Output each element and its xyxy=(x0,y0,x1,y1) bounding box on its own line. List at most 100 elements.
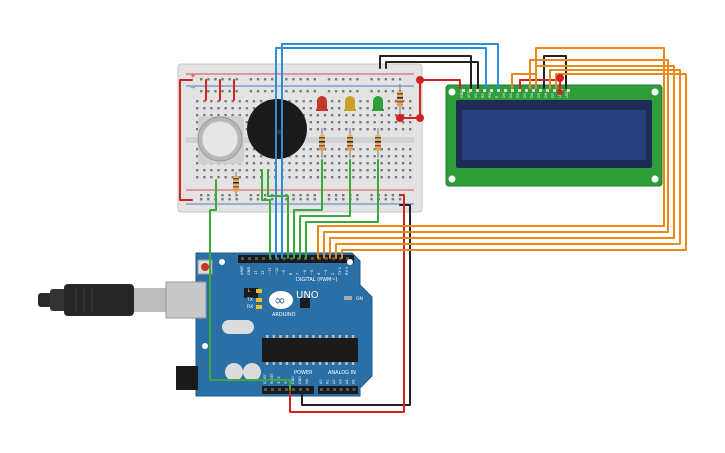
lcd-pin xyxy=(469,89,472,92)
lcd-pin xyxy=(532,89,535,92)
lcd-pin xyxy=(525,89,528,92)
power-pin-label: RESET xyxy=(270,372,274,384)
rail-minus-label: − xyxy=(190,84,196,92)
usb-port xyxy=(165,281,207,319)
wire-green xyxy=(209,179,291,391)
lcd-screen xyxy=(462,110,646,160)
lcd-pin-label: E xyxy=(495,96,499,98)
digital-pin-label: RX 0 xyxy=(345,266,349,275)
wire-red xyxy=(419,79,461,89)
lcd-pin-label: D5 xyxy=(537,93,541,98)
analog-header-label: ANALOG IN xyxy=(328,370,356,376)
digital-pin-label: GND xyxy=(247,267,251,275)
led-yellow xyxy=(344,96,356,111)
digital-header-label: DIGITAL (PWM~) xyxy=(296,277,338,283)
digital-pin-label: ~9 xyxy=(282,269,286,275)
resistor xyxy=(397,84,403,114)
lcd-pin-label: RS xyxy=(481,93,485,98)
wire-green xyxy=(293,159,323,259)
lcd-pin xyxy=(546,89,549,92)
led-tx-label: TX xyxy=(246,297,253,303)
power-pin-label: GND xyxy=(298,376,302,384)
brand-label: ARDUINO xyxy=(272,312,296,318)
led-green xyxy=(372,96,384,111)
wire-green xyxy=(267,169,289,259)
wire-orange xyxy=(317,47,665,259)
lcd-pin xyxy=(504,89,507,92)
power-pin-label: IOREF xyxy=(263,374,267,384)
lcd-pin xyxy=(553,89,556,92)
lcd-pin-header: GNDVCCV0RSRWED0D1D2D3D4D5D6D7LEDLED xyxy=(460,89,570,98)
wire-orange xyxy=(329,65,675,259)
digital-pin-label: 4 xyxy=(317,272,321,275)
lcd-pin-label: D6 xyxy=(544,93,548,98)
lcd-pin xyxy=(567,89,570,92)
wire-red xyxy=(179,79,193,201)
digital-pin-label: TX 1 xyxy=(338,267,342,276)
lcd-pin-label: V0 xyxy=(474,93,478,98)
digital-pin-label: ~3 xyxy=(324,270,328,275)
lcd-pin xyxy=(490,89,493,92)
arduino-logo: ∞ ARDUINO UNO xyxy=(269,290,319,318)
crystal xyxy=(222,320,254,334)
digital-pin-label: 7 xyxy=(296,273,300,275)
resistor xyxy=(233,172,239,196)
wire-orange xyxy=(341,73,687,259)
lcd-pin-label: D3 xyxy=(523,93,527,98)
wire-black xyxy=(543,55,567,89)
lcd-pin-label: D4 xyxy=(530,92,534,98)
analog-pin-label: A0 xyxy=(319,380,323,384)
wire-junctions xyxy=(396,74,564,122)
lcd-pin-label: D7 xyxy=(551,93,555,98)
analog-pin-label: A5 xyxy=(352,380,356,384)
lcd-pin-label: GND xyxy=(460,90,464,98)
wire-orange xyxy=(323,59,669,259)
wire-green xyxy=(261,169,271,259)
digital-pin-label: 12 xyxy=(261,270,265,275)
lcd-pin-label: RW xyxy=(488,92,492,98)
lcd-pin xyxy=(476,89,479,92)
resistors xyxy=(233,84,403,196)
analog-pin-label: A4 xyxy=(345,380,349,384)
lcd-pin-label: VCC xyxy=(467,90,471,98)
wire-black xyxy=(379,55,472,89)
wire-black xyxy=(301,204,411,406)
led-red xyxy=(316,96,328,111)
resistor xyxy=(319,128,325,158)
wire-blue xyxy=(281,43,499,259)
lcd-pin xyxy=(462,89,465,92)
lcd-pin xyxy=(483,89,486,92)
digital-pin-label: ~10 xyxy=(275,267,279,275)
analog-pin-label: A2 xyxy=(332,380,336,384)
rail-plus-label: + xyxy=(190,72,196,80)
power-header-label: POWER xyxy=(294,370,313,376)
on-label: ON xyxy=(356,296,363,302)
gas-sensor xyxy=(197,116,244,164)
digital-pin-label: 8 xyxy=(289,272,293,275)
wire-orange xyxy=(335,69,681,259)
infinity-icon: ∞ xyxy=(274,293,286,309)
capacitor xyxy=(225,363,243,381)
lcd-pin-label: D2 xyxy=(516,93,520,98)
led-l-label: L xyxy=(248,288,251,294)
lcd-pin xyxy=(518,89,521,92)
power-pin-label: GND xyxy=(291,376,295,384)
lcd-display: GNDVCCV0RSRWED0D1D2D3D4D5D6D7LEDLED xyxy=(445,84,663,187)
wire-blue xyxy=(275,47,487,259)
wire-black xyxy=(385,61,479,89)
analog-pin-label: A1 xyxy=(326,380,330,384)
digital-header xyxy=(238,255,354,263)
digital-pin-label: 13 xyxy=(254,270,258,275)
model-label: UNO xyxy=(296,290,319,301)
digital-pin-label: ~5 xyxy=(310,270,314,275)
power-pin-label: 5V xyxy=(284,379,288,384)
digital-pin-label: ~11 xyxy=(268,267,272,275)
usb-cable xyxy=(38,284,166,316)
digital-pin-label: 2 xyxy=(331,273,335,275)
capacitor xyxy=(243,363,261,381)
lcd-pin xyxy=(539,89,542,92)
